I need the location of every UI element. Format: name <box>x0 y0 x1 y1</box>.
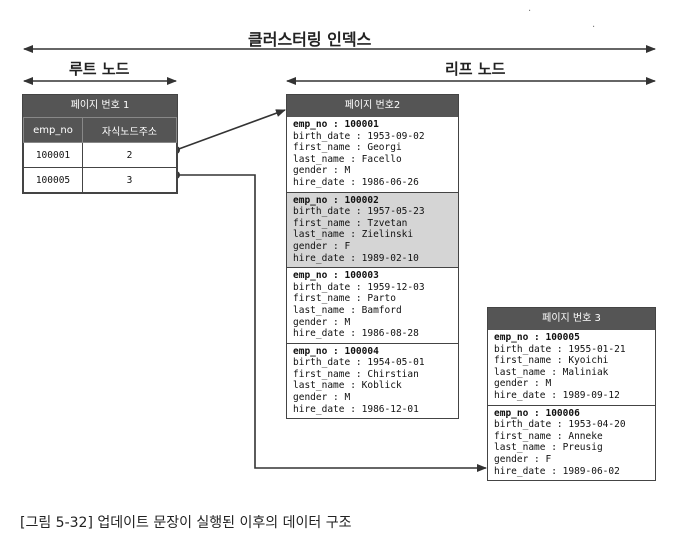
field-birth-date: birth_date : 1955-01-21 <box>494 343 626 355</box>
leaf-page-3-title: 페이지 번호 3 <box>488 308 655 330</box>
field-last-name: last_name : Bamford <box>293 304 402 316</box>
field-first-name: first_name : Chirstian <box>293 368 419 380</box>
field-gender: gender : F <box>293 240 351 252</box>
record-block: emp_no : 100005 birth_date : 1955-01-21 … <box>488 330 655 405</box>
field-last-name: last_name : Facello <box>293 153 402 165</box>
leaf-page-3: 페이지 번호 3 emp_no : 100005 birth_date : 19… <box>487 307 656 482</box>
field-hire-date: hire_date : 1989-06-02 <box>494 465 620 477</box>
stray-dot: · <box>528 6 532 17</box>
field-gender: gender : M <box>494 378 552 390</box>
root-page: 페이지 번호 1 emp_no 자식노드주소 100001 2 100005 3 <box>22 94 178 194</box>
record-block-updated: emp_no : 100002 birth_date : 1957-05-23 … <box>287 191 458 268</box>
leaf-node-label: 리프 노드 <box>445 60 506 78</box>
field-first-name: first_name : Georgi <box>293 142 402 154</box>
root-node-label: 루트 노드 <box>69 60 130 78</box>
pointer-arrow-page2 <box>175 109 286 151</box>
field-first-name: first_name : Anneke <box>494 430 603 442</box>
field-emp-no: emp_no : 100006 <box>494 407 580 419</box>
field-birth-date: birth_date : 1953-04-20 <box>494 419 626 431</box>
col-emp-no: emp_no <box>23 117 83 143</box>
field-hire-date: hire_date : 1986-06-26 <box>293 176 419 188</box>
cell-emp-no: 100001 <box>23 142 83 168</box>
field-gender: gender : M <box>293 392 351 404</box>
field-birth-date: birth_date : 1959-12-03 <box>293 281 425 293</box>
cell-emp-no: 100005 <box>23 167 83 193</box>
figure-caption: [그림 5-32] 업데이트 문장이 실행된 이후의 데이터 구조 <box>20 515 352 531</box>
field-birth-date: birth_date : 1954-05-01 <box>293 357 425 369</box>
record-block: emp_no : 100003 birth_date : 1959-12-03 … <box>287 267 458 343</box>
col-child-address: 자식노드주소 <box>82 117 177 143</box>
leaf-page-2: 페이지 번호2 emp_no : 100001 birth_date : 195… <box>286 94 459 420</box>
root-index-table: emp_no 자식노드주소 100001 2 100005 3 <box>23 117 177 193</box>
leaf-page-2-title: 페이지 번호2 <box>287 95 458 117</box>
record-block: emp_no : 100001 birth_date : 1953-09-02 … <box>287 117 458 192</box>
pointer-arrow-page3 <box>176 174 487 472</box>
field-gender: gender : F <box>494 453 552 465</box>
stray-dot: · <box>592 22 596 33</box>
field-last-name: last_name : Preusig <box>494 442 603 454</box>
field-hire-date: hire_date : 1989-09-12 <box>494 389 620 401</box>
record-block: emp_no : 100004 birth_date : 1954-05-01 … <box>287 342 458 419</box>
cell-child: 3 <box>82 167 177 193</box>
field-birth-date: birth_date : 1953-09-02 <box>293 130 425 142</box>
field-emp-no: emp_no : 100001 <box>293 119 379 130</box>
field-hire-date: hire_date : 1986-12-01 <box>293 403 419 415</box>
table-row: 100001 2 <box>23 142 177 168</box>
field-emp-no: emp_no : 100005 <box>494 332 580 343</box>
field-emp-no: emp_no : 100003 <box>293 270 379 282</box>
field-emp-no: emp_no : 100002 <box>293 194 379 206</box>
cell-child: 2 <box>82 142 177 168</box>
field-emp-no: emp_no : 100004 <box>293 345 379 357</box>
field-last-name: last_name : Maliniak <box>494 366 609 378</box>
field-first-name: first_name : Tzvetan <box>293 217 408 229</box>
field-gender: gender : M <box>293 316 351 328</box>
clustered-index-label: 클러스터링 인덱스 <box>248 30 372 49</box>
field-last-name: last_name : Zielinski <box>293 229 414 241</box>
root-page-title: 페이지 번호 1 <box>23 95 177 117</box>
table-row: 100005 3 <box>23 167 177 193</box>
field-first-name: first_name : Kyoichi <box>494 355 609 367</box>
field-birth-date: birth_date : 1957-05-23 <box>293 206 425 218</box>
field-hire-date: hire_date : 1986-08-28 <box>293 328 419 340</box>
record-block: emp_no : 100006 birth_date : 1953-04-20 … <box>488 404 655 481</box>
field-last-name: last_name : Koblick <box>293 380 402 392</box>
field-gender: gender : M <box>293 165 351 177</box>
field-hire-date: hire_date : 1989-02-10 <box>293 252 419 264</box>
field-first-name: first_name : Parto <box>293 293 396 305</box>
